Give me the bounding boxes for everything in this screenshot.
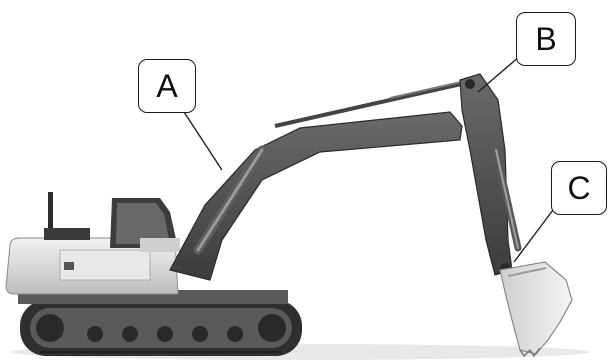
boom (170, 80, 470, 280)
leader-line-a (184, 112, 222, 170)
label-a: A (138, 59, 196, 113)
track-assembly (20, 300, 302, 356)
stick-arm (460, 74, 518, 275)
bucket (500, 262, 572, 356)
operator-cab (110, 198, 180, 252)
label-b: B (516, 12, 576, 66)
leader-line-c (514, 206, 556, 262)
label-c: C (551, 161, 607, 215)
leader-line-b (478, 56, 520, 92)
